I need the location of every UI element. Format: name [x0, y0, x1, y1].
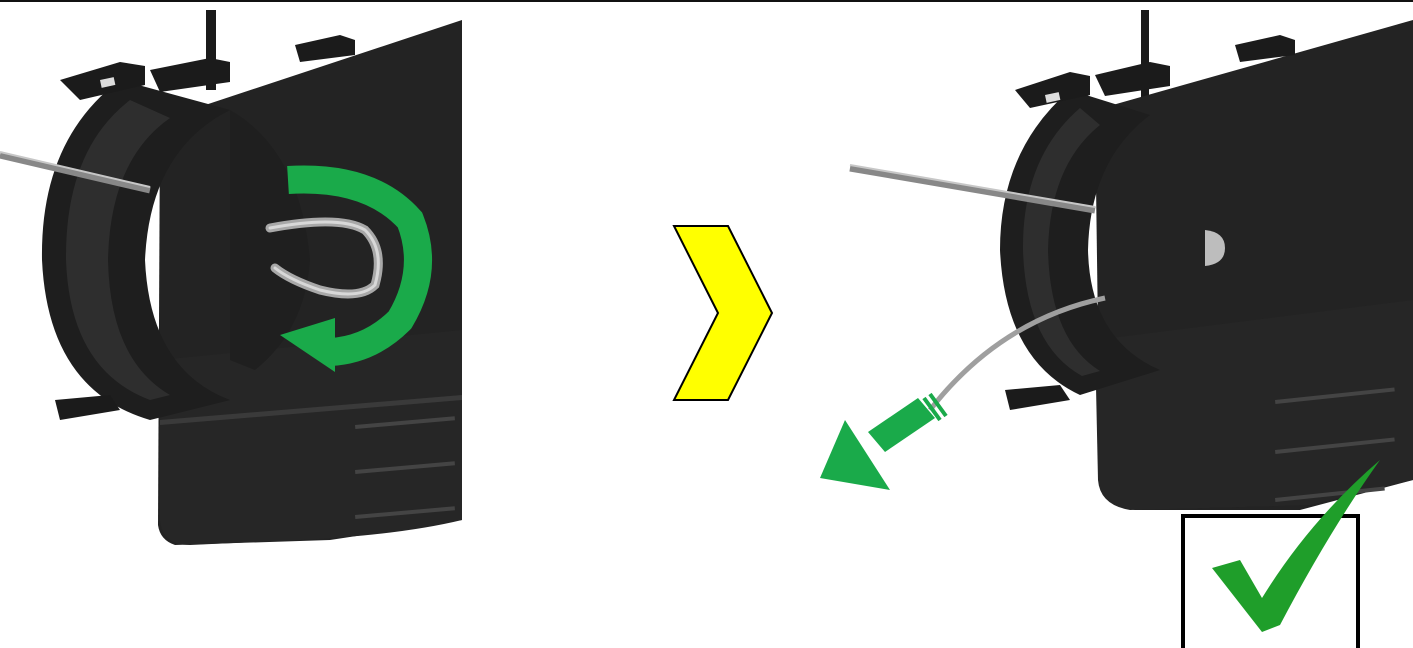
chevron-right-icon — [674, 226, 772, 400]
left-housing — [42, 10, 462, 545]
right-housing — [1000, 10, 1413, 510]
pull-out-arrow-icon — [820, 394, 946, 490]
